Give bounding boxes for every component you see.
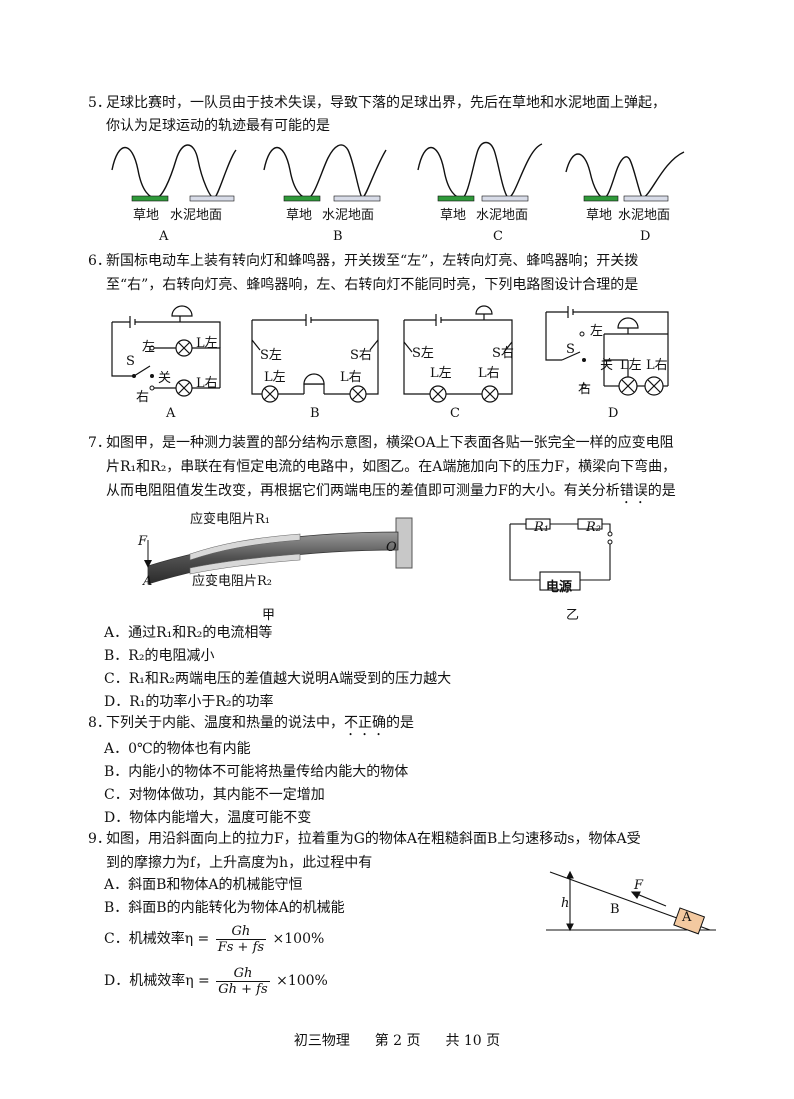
q9-fig-a-label: A [682,910,692,925]
q5-d-grass-label: 草地 [586,208,613,223]
q9-option-b[interactable]: B．斜面B的内能转化为物体A的机械能 [104,900,345,916]
q6-c-lamp-right-label: L右 [478,366,500,381]
q6-stem-line2: 至“右”，右转向灯亮、蜂鸣器响，左、右转向灯不能同时亮，下列电路图设计合理的是 [106,277,639,293]
q5-option-a-label: A [159,229,169,244]
q6-c-switch-left-label: S左 [412,346,434,361]
q6-option-a-label: A [166,406,176,421]
q6-d-left-label: 左 [590,324,604,339]
q7-option-a[interactable]: A．通过R₁和R₂的电流相等 [104,625,273,641]
q9-fig-b-label: B [610,902,620,917]
q6-b-switch-left-label: S左 [260,348,282,363]
q6-d-off-label: 关 [600,358,614,373]
q5-d-cement-label: 水泥地面 [618,208,671,223]
q6-c-lamp-left-label: L左 [430,366,452,381]
q5-c-cement-label: 水泥地面 [476,208,529,223]
q8-stem: 下列关于内能、温度和热量的说法中，不正确的是 [106,715,414,731]
q8-option-c[interactable]: C．对物体做功，其内能不一定增加 [104,787,325,803]
q6-d-s-label: S [566,342,575,357]
q7-emphasis-wrong: 错误 [619,483,648,499]
q6-d-right-label: 右 [578,382,592,397]
q7-option-d[interactable]: D．R₁的功率小于R₂的功率 [104,694,274,710]
q6-d-lamp-left-label: L左 [620,358,642,373]
q8-number: 8． [88,715,111,731]
q7-option-b[interactable]: B．R₂的电阻减小 [104,648,215,664]
q7-fig-force-label: F [138,534,148,549]
q7-option-c[interactable]: C．R₁和R₂两端电压的差值越大说明A端受到的压力越大 [104,671,452,687]
q7-fig-r1-label: 应变电阻片R₁ [190,512,270,527]
q5-option-b-label: B [333,229,343,244]
q9-fig-f-label: F [634,878,644,893]
q7-fig-jia-label: 甲 [262,608,276,623]
q9-number: 9． [88,831,111,847]
q6-a-s-label: S [126,354,135,369]
q9-stem-line1: 如图，用沿斜面向上的拉力F，拉着重为G的物体A在粗糙斜面B上匀速移动s，物体A受 [106,831,641,847]
q5-stem-line2: 你认为足球运动的轨迹最有可能的是 [106,118,330,134]
q5-b-cement-label: 水泥地面 [322,208,375,223]
q6-b-switch-right-label: S右 [350,348,372,363]
q7-fig-yi-label: 乙 [566,608,580,623]
q7-stem-line3: 从而电阻阻值发生改变，再根据它们两端电压的差值即可测量力F的大小。有关分析错误的… [106,483,676,499]
q9-fig-h-label: h [561,896,570,911]
q7-fig-r2-label: 应变电阻片R₂ [192,574,272,589]
q6-option-d-label: D [608,406,619,421]
q6-a-left-label: 左 [142,340,156,355]
footer-page-number: 第 2 页 [374,1033,421,1049]
q7-number: 7． [88,435,111,451]
q5-b-grass-label: 草地 [286,208,313,223]
q6-stem-line1: 新国标电动车上装有转向灯和蜂鸣器，开关拨至“左”，左转向灯亮、蜂鸣器响；开关拨 [106,253,639,269]
q6-a-off-label: 关 [158,371,172,386]
q6-c-switch-right-label: S右 [492,346,514,361]
q6-option-b-label: B [310,406,320,421]
q6-b-lamp-left-label: L左 [264,370,286,385]
q7-stem-line1: 如图甲，是一种测力装置的部分结构示意图，横梁OA上下表面各贴一张完全一样的应变电… [106,435,674,451]
q7-fig-a-label: A [143,574,153,589]
q5-option-c-label: C [493,229,503,244]
q6-option-c-label: C [450,406,460,421]
footer-subject: 初三物理 [293,1033,350,1049]
footer-total-pages: 共 10 页 [445,1033,501,1049]
q5-a-grass-label: 草地 [133,208,160,223]
q8-emphasis-not-correct: 不正确 [344,715,386,731]
q8-option-a[interactable]: A．0℃的物体也有内能 [104,741,251,757]
q5-option-d-label: D [640,229,651,244]
q6-d-lamp-right-label: L右 [646,358,668,373]
q5-stem-line1: 足球比赛时，一队员由于技术失误，导致下落的足球出界，先后在草地和水泥地面上弹起， [106,95,666,111]
page-footer: 初三物理 第 2 页 共 10 页 [0,1030,794,1050]
q5-a-cement-label: 水泥地面 [170,208,223,223]
q6-b-lamp-right-label: L右 [340,370,362,385]
q5-c-grass-label: 草地 [440,208,467,223]
q7-fig-o-label: O [386,540,397,555]
q7-yi-r1-label: R₁ [534,520,549,535]
q7-yi-r2-label: R₂ [586,520,601,535]
q9-option-a[interactable]: A．斜面B和物体A的机械能守恒 [104,877,303,893]
q8-option-d[interactable]: D．物体内能增大，温度可能不变 [104,810,312,826]
q6-a-lamp-right-label: L右 [196,376,218,391]
q7-yi-power-label: 电源 [546,580,573,595]
q7-stem-line2: 片R₁和R₂，串联在有恒定电流的电路中，如图乙。在A端施加向下的压力F，横梁向下… [106,459,677,475]
q8-option-b[interactable]: B．内能小的物体不可能将热量传给内能大的物体 [104,764,409,780]
q5-number: 5． [88,95,111,111]
q6-number: 6． [88,253,111,269]
q9-stem-line2: 到的摩擦力为f，上升高度为h，此过程中有 [106,855,373,871]
q6-a-lamp-left-label: L左 [196,336,218,351]
q6-a-right-label: 右 [136,390,150,405]
